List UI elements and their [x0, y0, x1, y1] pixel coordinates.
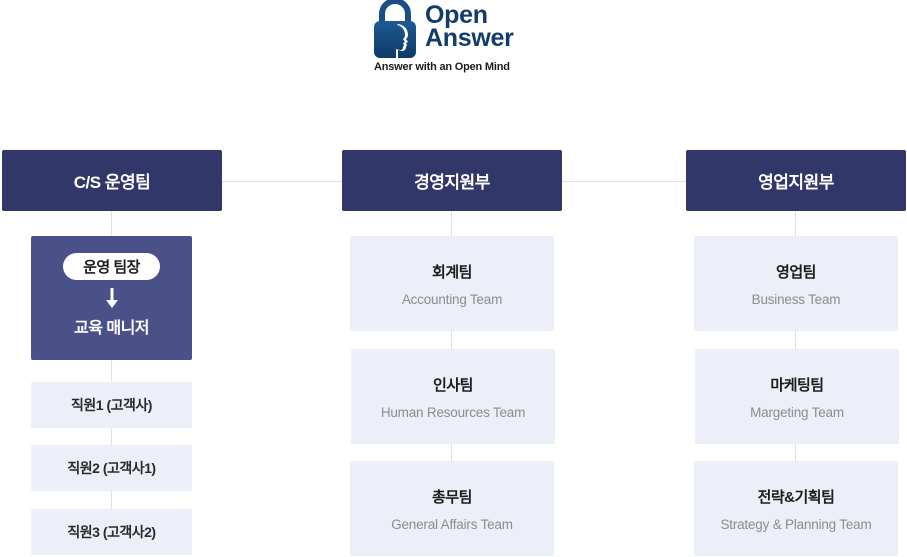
- logo-name-line2: Answer: [425, 24, 514, 52]
- team-name-en: General Affairs Team: [391, 516, 513, 532]
- team-name-ko: 마케팅팀: [770, 376, 824, 394]
- team-box-general-affairs[interactable]: 총무팀 General Affairs Team: [350, 461, 554, 556]
- team-box-marketing[interactable]: 마케팅팀 Margeting Team: [695, 349, 899, 444]
- staff-box-3[interactable]: 직원3 (고객사2): [31, 509, 192, 555]
- team-name-en: Human Resources Team: [380, 404, 526, 420]
- team-name-en: Strategy & Planning Team: [720, 516, 872, 532]
- team-name-en: Accounting Team: [401, 291, 503, 307]
- team-name-ko: 인사팀: [433, 376, 473, 394]
- cs-vertical-connector: [111, 210, 112, 550]
- team-name-ko: 회계팀: [432, 263, 472, 281]
- logo-wordmark: Open Answer: [425, 1, 514, 52]
- staff-box-1[interactable]: 직원1 (고객사): [31, 382, 192, 428]
- logo-name-line1: Open: [425, 1, 488, 29]
- team-name-en: Business Team: [751, 291, 841, 307]
- education-manager-label: 교육 매니저: [73, 320, 150, 337]
- team-box-accounting[interactable]: 회계팀 Accounting Team: [350, 236, 554, 331]
- team-box-hr[interactable]: 인사팀 Human Resources Team: [351, 349, 555, 444]
- team-box-business[interactable]: 영업팀 Business Team: [694, 236, 898, 331]
- team-name-ko: 영업팀: [776, 263, 816, 281]
- team-name-ko: 총무팀: [432, 488, 472, 506]
- arrow-down-icon: [105, 288, 118, 308]
- team-leader-badge: 운영 팀장: [63, 253, 160, 280]
- padlock-face-icon: [374, 0, 416, 58]
- logo: Open Answer Answer with an Open Mind: [372, 0, 532, 76]
- logo-tagline: Answer with an Open Mind: [374, 61, 510, 73]
- team-name-ko: 전략&기획팀: [757, 488, 835, 506]
- dept-header-management[interactable]: 경영지원부: [342, 150, 562, 211]
- team-name-en: Margeting Team: [750, 404, 844, 420]
- staff-box-2[interactable]: 직원2 (고객사1): [31, 445, 192, 491]
- team-box-strategy-planning[interactable]: 전략&기획팀 Strategy & Planning Team: [694, 461, 898, 556]
- dept-header-cs[interactable]: C/S 운영팀: [2, 150, 222, 211]
- dept-header-sales[interactable]: 영업지원부: [686, 150, 906, 211]
- cs-leader-box[interactable]: 운영 팀장 교육 매니저: [31, 236, 192, 360]
